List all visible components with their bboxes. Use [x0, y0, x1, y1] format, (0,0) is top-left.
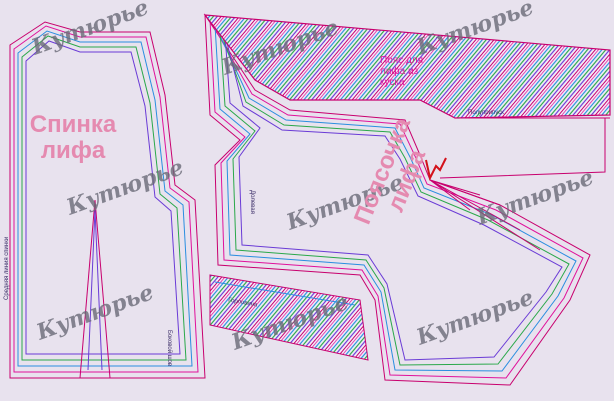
- waistband-note: Пояс для лифа из куска: [380, 55, 424, 88]
- side-seam-label: Боковой шов: [166, 330, 172, 367]
- small-striped-piece: [209, 274, 369, 361]
- center-back-label: Средняя линия спинки: [4, 236, 10, 300]
- brand-logo-mark: [425, 157, 447, 181]
- watermark-brand: Кутюрье: [32, 279, 157, 346]
- watermark-4: Кутюрье: [62, 154, 187, 221]
- watermark-7: Кутюрье: [32, 279, 157, 346]
- semi-allowance-label: Полуприпуск: [468, 110, 504, 116]
- watermark-brand: Кутюрье: [62, 154, 187, 221]
- waistband-strip: [203, 14, 611, 179]
- front-bodice-outlines: [204, 13, 591, 386]
- back-bodice-outlines: [9, 21, 206, 379]
- grainline-label: Долевая: [249, 190, 255, 214]
- watermark-9: Кутюрье: [412, 284, 537, 351]
- watermark-brand: Кутюрье: [412, 284, 537, 351]
- piece-label-back-bodice: Спинка лифа: [29, 111, 117, 164]
